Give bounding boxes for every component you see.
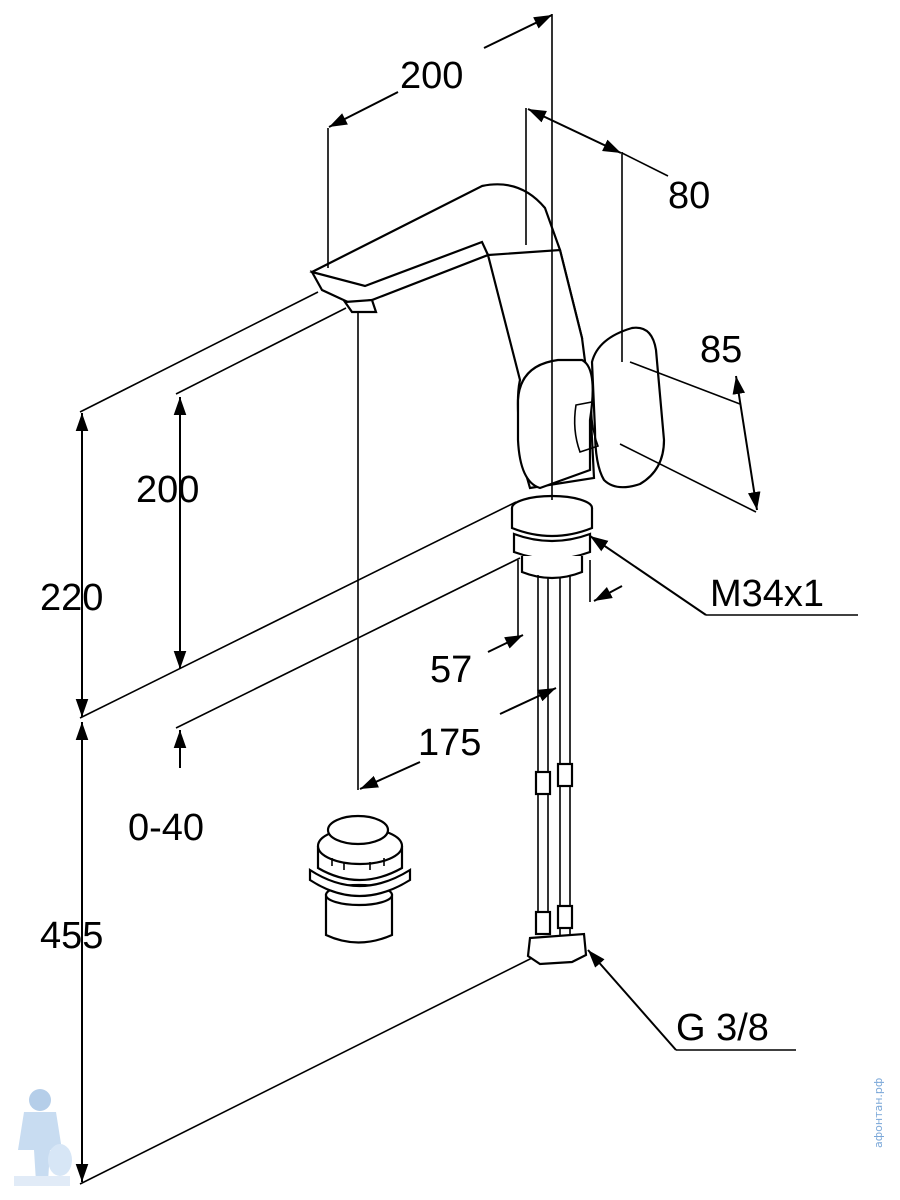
- dim-deck-thickness: 0-40: [128, 807, 204, 849]
- dim-connection: G 3/8: [676, 1007, 769, 1049]
- faucet-body: [309, 183, 666, 966]
- dim-spout-reach: 200: [400, 55, 463, 97]
- watermark-plumber-logo: [14, 1089, 72, 1186]
- dim-thread: M34x1: [710, 573, 824, 615]
- dim-body-height: 220: [40, 577, 103, 619]
- dim-outlet-to-axis: 175: [418, 722, 481, 764]
- dim-spout-outlet-height: 200: [136, 469, 199, 511]
- dim-body-depth: 80: [668, 175, 710, 217]
- pop-up-drain: [308, 814, 412, 944]
- dimension-lines: [75, 14, 858, 1185]
- dim-lever-height: 85: [700, 329, 742, 371]
- dim-base-diameter: 57: [430, 649, 472, 691]
- watermark-text: афонтан.рф: [872, 1078, 885, 1148]
- dim-hose-length: 455: [40, 915, 103, 957]
